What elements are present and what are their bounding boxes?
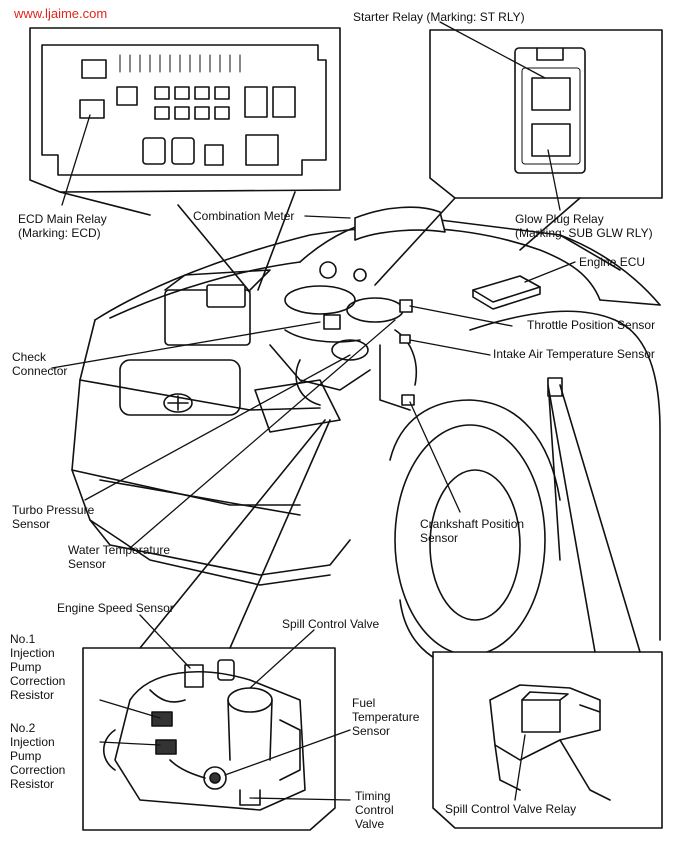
water-temperature-sensor-label: Water Temperature Sensor [68, 543, 171, 571]
turbo-pressure-sensor-label: Turbo Pressure Sensor [12, 503, 95, 531]
relay-inset [374, 29, 663, 286]
vehicle-outline [71, 214, 661, 671]
engine-ecu-label: Engine ECU [579, 255, 646, 269]
engine-speed-sensor-label: Engine Speed Sensor [57, 601, 174, 615]
spill-control-valve-relay-label: Spill Control Valve Relay [445, 802, 577, 816]
throttle-position-sensor-label: Throttle Position Sensor [527, 318, 656, 332]
no1-injection-pump-correction-resistor-label: No.1 Injection Pump Correction Resistor [10, 632, 66, 702]
spill-relay-inset [432, 384, 663, 829]
check-connector-label: Check Connector [12, 350, 68, 378]
ecd-main-relay-label: ECD Main Relay (Marking: ECD) [18, 212, 107, 240]
combination-meter-label: Combination Meter [193, 209, 295, 223]
no2-injection-pump-correction-resistor-label: No.2 Injection Pump Correction Resistor [10, 721, 66, 791]
glow-plug-relay-label: Glow Plug Relay (Marking: SUB GLW RLY) [515, 212, 653, 240]
watermark: www.ljaime.com [14, 6, 108, 21]
leader-lines [51, 21, 576, 801]
fuel-temperature-sensor-label: Fuel Temperature Sensor [352, 696, 420, 738]
injection-pump-inset [82, 419, 336, 831]
starter-relay-label: Starter Relay (Marking: ST RLY) [353, 10, 525, 24]
engine-bay [164, 206, 563, 411]
intake-air-temperature-sensor-label: Intake Air Temperature Sensor [493, 347, 655, 361]
spill-control-valve-label: Spill Control Valve [282, 617, 380, 631]
timing-control-valve-label: Timing Control Valve [355, 789, 394, 831]
crankshaft-position-sensor-label: Crankshaft Position Sensor [420, 517, 525, 545]
fuse-block-inset [29, 27, 341, 293]
